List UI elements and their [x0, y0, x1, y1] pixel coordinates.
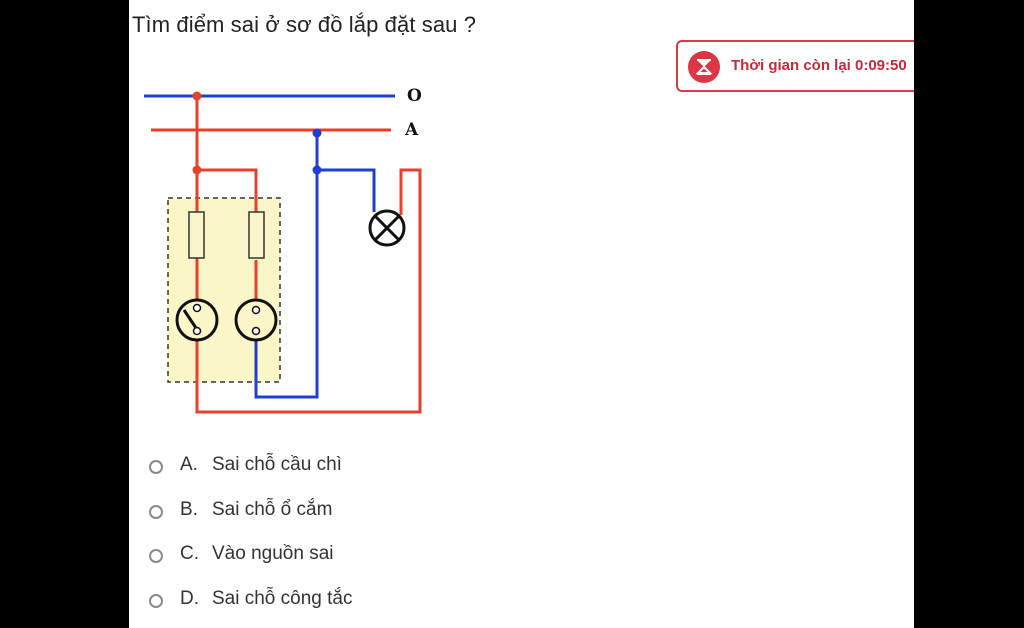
option-letter: D.	[180, 587, 199, 609]
option-letter: C.	[180, 543, 199, 564]
wiring-diagram: O A	[144, 86, 422, 414]
option-letter: B.	[180, 498, 198, 520]
option-letter: A.	[180, 454, 198, 475]
option-text: Sai chỗ cầu chì	[212, 454, 342, 475]
radio-button[interactable]	[149, 593, 163, 608]
radio-button[interactable]	[149, 549, 163, 563]
fuse-left	[188, 211, 205, 259]
junction-dot-o	[192, 91, 202, 101]
option-b[interactable]: B. Sai chỗ ổ cắm	[149, 499, 352, 544]
label-o: O	[407, 86, 422, 106]
radio-button[interactable]	[149, 460, 163, 474]
junction-dot-red	[192, 165, 202, 175]
socket-symbol	[234, 298, 278, 342]
option-text: Sai chỗ ổ cắm	[212, 498, 333, 520]
label-a: A	[404, 120, 419, 140]
option-a[interactable]: A. Sai chỗ cầu chì	[149, 454, 352, 499]
junction-dot-a	[312, 128, 322, 138]
option-d[interactable]: D. Sai chỗ công tắc	[149, 588, 352, 628]
radio-button[interactable]	[149, 504, 163, 519]
answer-options: A. Sai chỗ cầu chì B. Sai chỗ ổ cắm C. V…	[149, 454, 352, 628]
timer-box: Thời gian còn lại 0:09:50	[676, 40, 914, 92]
red-wire-left	[195, 96, 422, 414]
option-text: Sai chỗ công tắc	[212, 587, 353, 609]
switch-symbol	[175, 298, 219, 342]
red-wire-right	[197, 168, 258, 212]
question-text: Tìm điểm sai ở sơ đồ lắp đặt sau ?	[132, 12, 477, 37]
hourglass-icon	[688, 51, 720, 83]
blue-wire-main	[254, 130, 319, 399]
option-c[interactable]: C. Vào nguồn sai	[149, 543, 352, 588]
timer-text: Thời gian còn lại 0:09:50	[731, 57, 907, 74]
lamp-symbol	[368, 209, 406, 247]
option-text: Vào nguồn sai	[212, 543, 334, 564]
fuse-right	[248, 211, 265, 259]
junction-dot-blue	[312, 165, 322, 175]
blue-wire-lamp	[317, 168, 376, 212]
quiz-page: Tìm điểm sai ở sơ đồ lắp đặt sau ? Thời …	[129, 0, 914, 628]
